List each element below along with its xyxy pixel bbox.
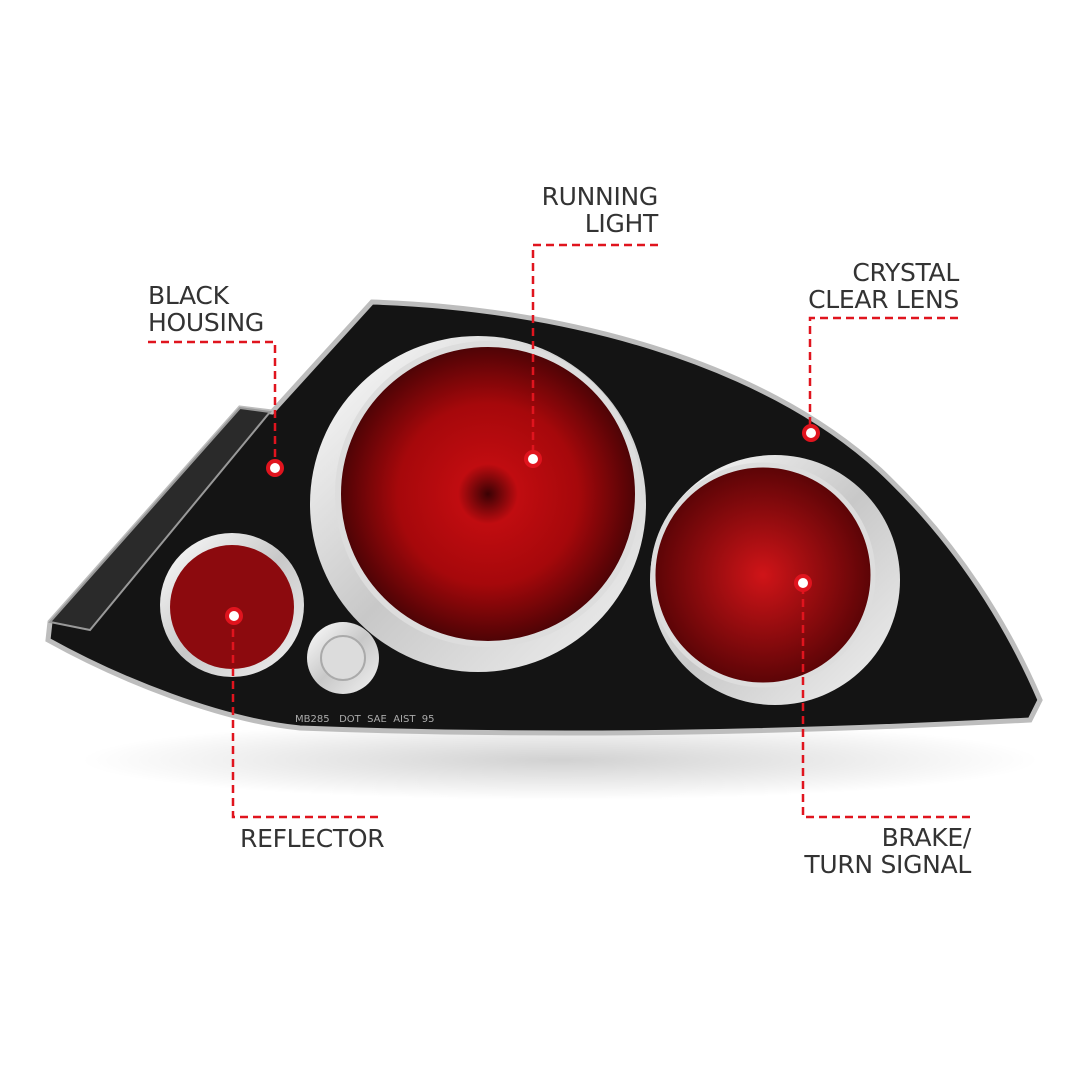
- brake-turn-lamp: [650, 455, 900, 705]
- label-crystal-clear-lens: CRYSTAL CLEAR LENS: [808, 259, 959, 313]
- label-black-housing: BLACK HOUSING: [148, 282, 264, 336]
- floor-shadow: [80, 720, 1040, 800]
- housing-marking: MB285 DOT SAE AIST 95: [295, 714, 435, 725]
- callout-dot-brake: [794, 574, 812, 592]
- label-line: HOUSING: [148, 308, 264, 337]
- callout-dot-crystal-lens: [802, 424, 820, 442]
- callout-line-reflector: [231, 616, 378, 819]
- callout-dot-black-housing: [266, 459, 284, 477]
- callout-dot-running-light: [524, 450, 542, 468]
- label-line: TURN SIGNAL: [804, 850, 971, 879]
- label-line: REFLECTOR: [240, 824, 385, 853]
- callout-line-black-housing: [148, 340, 277, 466]
- reflector-lens: [160, 533, 304, 677]
- backup-light-lens: [307, 622, 379, 694]
- callout-dot-reflector: [225, 607, 243, 625]
- label-line: BRAKE/: [881, 823, 972, 852]
- label-running-light: RUNNING LIGHT: [541, 182, 659, 238]
- label-line: CRYSTAL: [852, 258, 959, 287]
- callout-line-brake: [801, 583, 970, 819]
- label-line: RUNNING: [541, 182, 659, 211]
- label-line: BLACK: [148, 281, 229, 310]
- callout-line-crystal-lens: [808, 316, 958, 430]
- label-line: LIGHT: [584, 209, 659, 238]
- label-brake-turn-signal: BRAKE/ TURN SIGNAL: [804, 824, 971, 878]
- label-line: CLEAR LENS: [808, 285, 959, 314]
- label-reflector: REFLECTOR: [240, 824, 385, 853]
- callout-line-running-light: [531, 243, 658, 458]
- side-marker-tab: [48, 406, 272, 632]
- running-light-lamp: [310, 336, 646, 672]
